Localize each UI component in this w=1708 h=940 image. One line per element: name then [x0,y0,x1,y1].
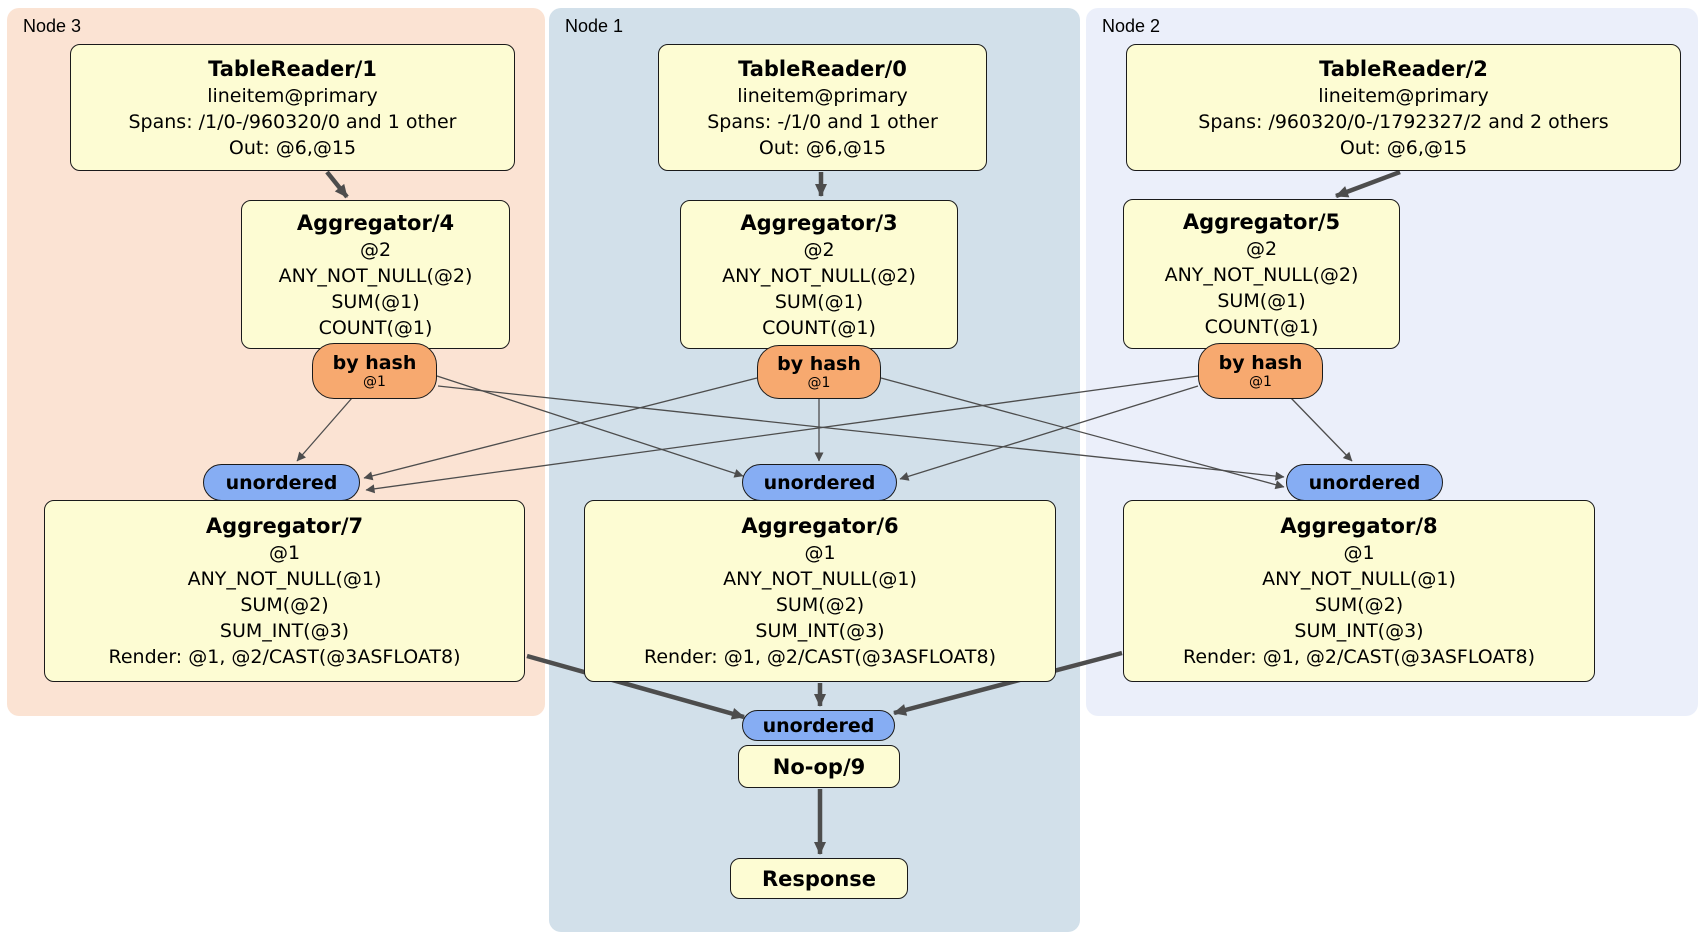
processor-detail: COUNT(@1) [318,316,433,339]
processor-title: Aggregator/7 [205,514,364,538]
processor-detail: lineitem@primary [737,84,908,107]
region-label-node-1: Node 1 [565,16,624,36]
sync-unordered-7: unordered [203,464,360,501]
processor-noop-9: No-op/9 [738,745,900,788]
processor-title: Aggregator/5 [1182,210,1341,234]
sync-label: unordered [225,471,338,494]
sync-unordered-8: unordered [1286,464,1443,501]
router-by-hash-4: by hash @1 [312,343,437,399]
processor-title: Aggregator/4 [296,210,455,235]
processor-title: TableReader/1 [208,56,377,81]
region-label-node-3: Node 3 [23,16,82,36]
region-label-node-2: Node 2 [1102,16,1161,36]
processor-aggregator-7: Aggregator/7 @1 ANY_NOT_NULL(@1) SUM(@2)… [44,500,525,682]
processor-detail: Render: @1, @2/CAST(@3ASFLOAT8) [644,646,996,668]
processor-detail: ANY_NOT_NULL(@1) [723,568,917,590]
processor-title: Response [761,866,877,891]
processor-tablereader-2: TableReader/2 lineitem@primary Spans: /9… [1126,44,1681,171]
processor-detail: @1 [268,542,301,564]
processor-title: TableReader/0 [738,56,907,81]
processor-title: No-op/9 [772,754,866,779]
router-label: by hash [1218,351,1303,374]
processor-detail: ANY_NOT_NULL(@2) [278,264,473,287]
processor-detail: ANY_NOT_NULL(@2) [722,264,916,287]
router-label: by hash [332,351,417,374]
processor-tablereader-1: TableReader/1 lineitem@primary Spans: /1… [70,44,515,171]
processor-detail: ANY_NOT_NULL(@1) [187,568,382,590]
processor-aggregator-8: Aggregator/8 @1 ANY_NOT_NULL(@1) SUM(@2)… [1123,500,1595,682]
router-label: by hash [777,352,861,375]
processor-detail: SUM(@2) [775,594,865,616]
processor-aggregator-3: Aggregator/3 @2 ANY_NOT_NULL(@2) SUM(@1)… [680,200,958,349]
router-sub-label: @1 [807,374,831,391]
processor-detail: ANY_NOT_NULL(@1) [1262,568,1456,590]
processor-detail: SUM(@1) [774,290,864,313]
processor-tablereader-0: TableReader/0 lineitem@primary Spans: -/… [658,44,987,171]
processor-title: TableReader/2 [1319,56,1488,81]
processor-aggregator-6: Aggregator/6 @1 ANY_NOT_NULL(@1) SUM(@2)… [584,500,1056,682]
processor-detail: lineitem@primary [207,84,378,107]
processor-detail: SUM(@1) [1217,290,1306,312]
processor-detail: @1 [804,542,836,564]
processor-detail: Out: @6,@15 [228,136,357,159]
processor-detail: lineitem@primary [1318,84,1489,107]
processor-detail: Render: @1, @2/CAST(@3ASFLOAT8) [1183,646,1535,668]
processor-detail: SUM_INT(@3) [1294,620,1424,642]
processor-detail: SUM(@1) [331,290,420,313]
processor-detail: Spans: /960320/0-/1792327/2 and 2 others [1198,110,1609,133]
processor-detail: Spans: -/1/0 and 1 other [707,110,938,133]
processor-detail: Render: @1, @2/CAST(@3ASFLOAT8) [108,646,461,668]
processor-detail: @2 [359,238,392,261]
processor-title: Aggregator/8 [1280,514,1438,538]
processor-detail: @1 [1343,542,1375,564]
processor-detail: SUM(@2) [240,594,329,616]
router-by-hash-5: by hash @1 [1198,343,1323,399]
processor-detail: SUM(@2) [1314,594,1404,616]
sync-unordered-final: unordered [742,710,895,741]
sync-label: unordered [762,714,875,737]
processor-aggregator-5: Aggregator/5 @2 ANY_NOT_NULL(@2) SUM(@1)… [1123,199,1400,349]
processor-detail: @2 [1245,238,1278,260]
processor-detail: SUM_INT(@3) [219,620,350,642]
processor-aggregator-4: Aggregator/4 @2 ANY_NOT_NULL(@2) SUM(@1)… [241,200,510,349]
processor-detail: ANY_NOT_NULL(@2) [1164,264,1359,286]
router-sub-label: @1 [363,373,386,390]
processor-detail: SUM_INT(@3) [755,620,885,642]
sync-unordered-6: unordered [742,464,897,501]
router-sub-label: @1 [1249,373,1272,390]
processor-detail: Spans: /1/0-/960320/0 and 1 other [128,110,457,133]
processor-detail: @2 [803,238,835,261]
processor-detail: Out: @6,@15 [1339,136,1468,159]
processor-detail: COUNT(@1) [762,316,876,339]
processor-title: Aggregator/6 [741,514,899,538]
processor-detail: COUNT(@1) [1204,316,1319,338]
router-by-hash-3: by hash @1 [757,345,881,399]
sync-label: unordered [1308,471,1421,494]
processor-detail: Out: @6,@15 [758,136,887,159]
processor-response: Response [730,858,908,899]
sync-label: unordered [763,471,876,494]
processor-title: Aggregator/3 [740,210,898,235]
